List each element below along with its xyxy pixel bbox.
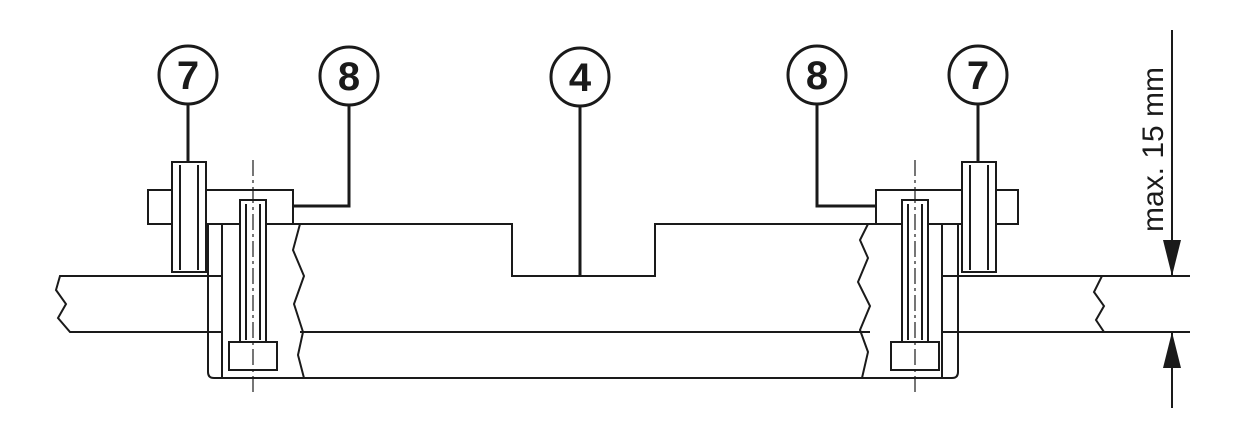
mounting-bolt-right bbox=[890, 160, 940, 395]
callout-label: 4 bbox=[569, 56, 592, 100]
callout-label: 7 bbox=[177, 54, 199, 98]
callout-label: 7 bbox=[967, 54, 989, 98]
set-screw-right bbox=[961, 161, 997, 273]
panel-wall-right bbox=[941, 275, 1106, 333]
housing-wall-right bbox=[856, 223, 943, 379]
callout-right-screw: 7 bbox=[947, 44, 1009, 106]
housing-body bbox=[207, 223, 959, 379]
set-screw-left bbox=[171, 161, 207, 273]
callout-left-clamp: 8 bbox=[318, 45, 380, 107]
clamp-left bbox=[147, 189, 294, 225]
callout-center-part: 4 bbox=[549, 46, 611, 108]
callout-right-clamp: 8 bbox=[786, 44, 848, 106]
dimension-arrow-top-icon bbox=[1163, 240, 1181, 276]
callout-label: 8 bbox=[806, 54, 828, 98]
dimension-arrow-bottom-icon bbox=[1163, 332, 1181, 368]
callout-left-screw: 7 bbox=[157, 44, 219, 106]
callout-label: 8 bbox=[338, 55, 360, 99]
panel-wall-left bbox=[54, 275, 223, 333]
mounting-bolt-left bbox=[228, 160, 278, 395]
dimension-thickness: max. 15 mm bbox=[1102, 30, 1190, 408]
dimension-label: max. 15 mm bbox=[1137, 67, 1170, 232]
leader-lines bbox=[186, 104, 980, 276]
housing-wall-left bbox=[221, 223, 306, 379]
